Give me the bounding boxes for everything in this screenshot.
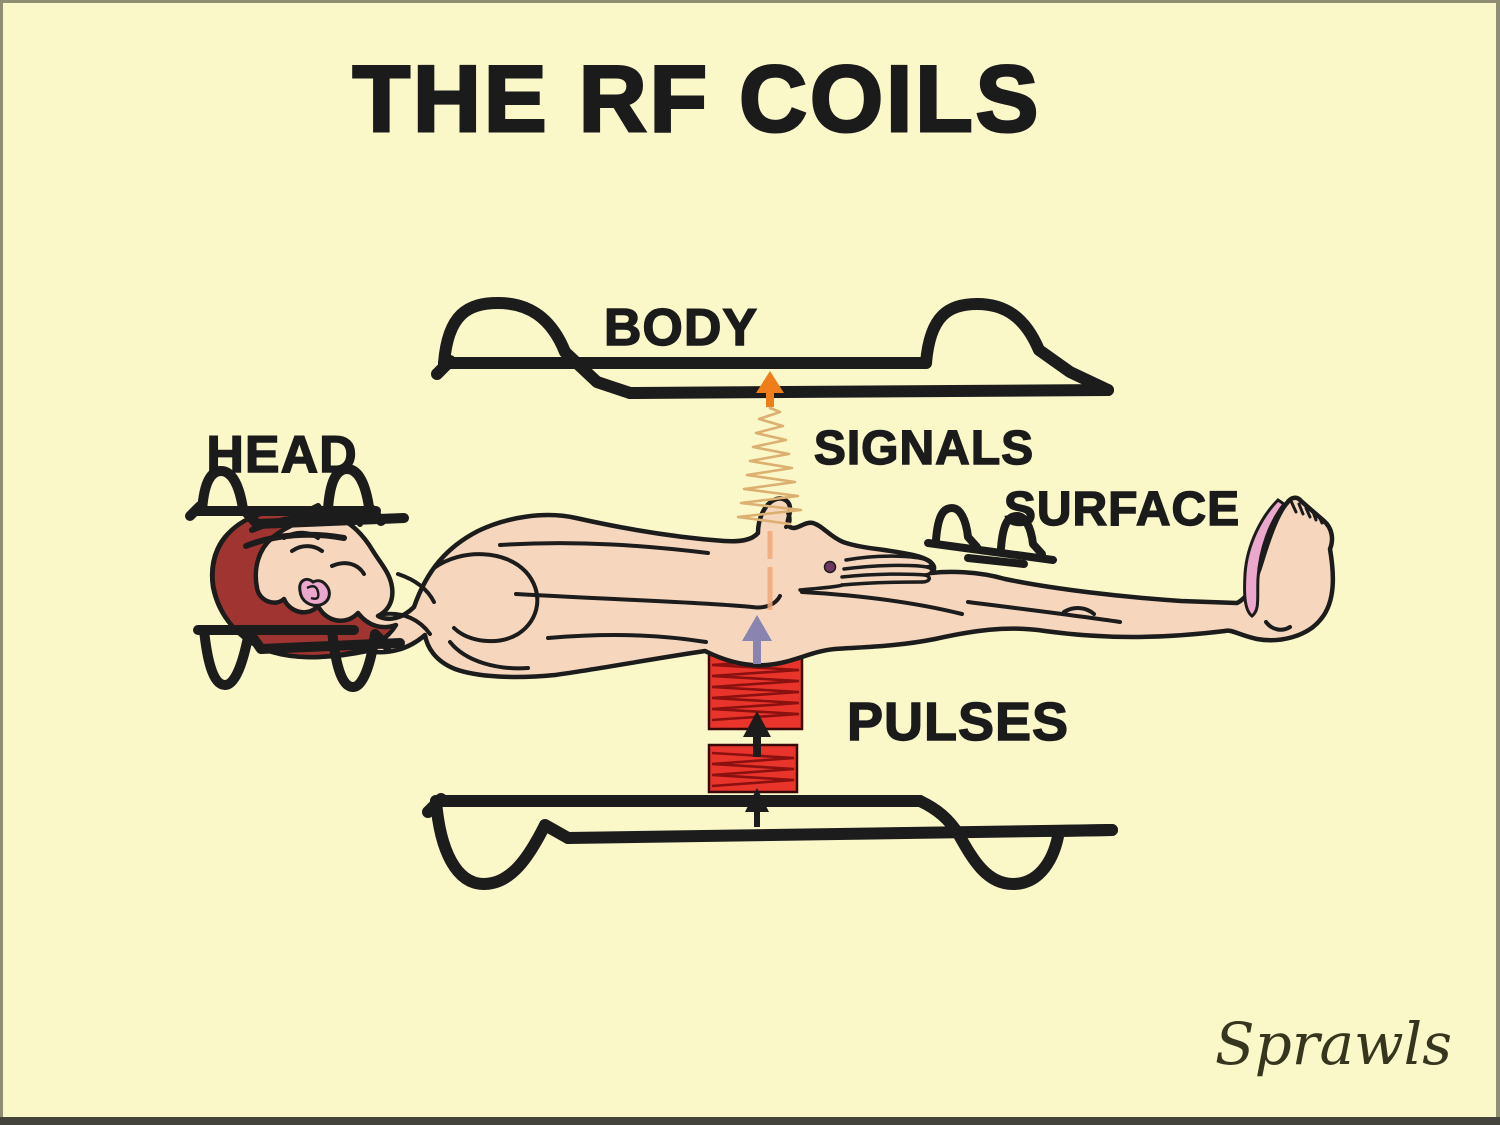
head-coil-top-right-hump — [323, 464, 386, 526]
body-coil-label: BODY — [604, 299, 758, 357]
hand-fingers — [798, 554, 934, 592]
buttock-line — [448, 640, 530, 671]
finger-line — [840, 580, 924, 587]
head-coil-bottom-left-valley — [199, 625, 266, 690]
body-coil-top-right-hump — [920, 298, 1114, 396]
patient-figure — [209, 495, 1336, 680]
surface-coil-long-bar — [924, 539, 1057, 564]
head-coil-label: HEAD — [206, 426, 357, 484]
finger-line — [840, 572, 931, 584]
surface-coil-right-loop — [997, 512, 1046, 558]
collarbone-line — [396, 572, 436, 604]
surface-coil-short-bar — [964, 554, 1028, 568]
knee-tick — [1062, 606, 1096, 616]
ear — [298, 577, 331, 607]
toe-hatch — [1289, 499, 1298, 514]
author-signature: Sprawls — [1215, 1010, 1452, 1078]
head-coil-bottom-right-valley — [327, 625, 392, 692]
leg-inner-line — [966, 600, 1122, 624]
pulse-arrow-bottom — [745, 788, 769, 827]
slide-border-top — [0, 0, 1500, 3]
signal-spring — [736, 406, 803, 526]
thumb-line — [784, 511, 792, 529]
waist-line — [546, 633, 708, 644]
head-coil-top-lower-bar — [252, 513, 409, 529]
surface-coil-label: SURFACE — [1004, 483, 1240, 536]
neck-front-line — [382, 611, 432, 636]
ring — [823, 560, 837, 574]
slide-border-left — [0, 0, 3, 1125]
surface-coil-left-loop — [932, 504, 981, 551]
body-coil-bottom-right-valley — [914, 795, 1118, 890]
patient-body — [209, 495, 1336, 680]
body-entry-arrow — [742, 615, 772, 664]
pulse-coil-small — [707, 743, 799, 794]
head-coil-top-left-hump — [197, 466, 262, 529]
finger-line — [844, 554, 934, 569]
signals-label: SIGNALS — [814, 422, 1034, 475]
page-title: THE RF COILS — [353, 46, 1042, 151]
face-details — [282, 530, 436, 636]
ear-inner-squiggle — [306, 584, 320, 600]
toe-hatches — [1289, 499, 1324, 525]
finger-line — [842, 563, 934, 577]
chest-top-line — [498, 541, 710, 555]
shoulder-curve — [432, 552, 540, 644]
head-coil — [185, 464, 409, 692]
foot-sole-stripe — [1243, 498, 1287, 618]
patient-hair — [210, 506, 399, 660]
palm-line — [798, 583, 844, 592]
pulse-coil-large-windings — [711, 652, 800, 722]
body-coil-bottom — [422, 793, 1118, 890]
body-coil-bottom-left-valley — [430, 795, 574, 890]
closed-eye — [290, 544, 324, 553]
body-coil-bottom-lower-bar — [562, 824, 1118, 844]
pulse-coil-small-windings — [711, 751, 795, 788]
toe-hatch — [1297, 502, 1305, 516]
body-coil-top-lower-bar — [624, 384, 1114, 399]
body-coil-top — [431, 297, 1114, 399]
head-coil-bottom-lower-bar — [256, 638, 405, 654]
surface-coil — [924, 504, 1057, 568]
ankle-curve — [1264, 620, 1292, 632]
pulse-arrow-mid — [743, 711, 771, 757]
toe-hatch — [1317, 514, 1324, 525]
toe-hatch — [1311, 510, 1318, 522]
slide-border-bottom — [0, 1117, 1500, 1125]
toe-hatch — [1304, 506, 1312, 519]
pulses-label: PULSES — [847, 692, 1069, 752]
body-coil-top-left-hump — [438, 297, 636, 399]
slide-border-right — [1496, 0, 1500, 1125]
hip-top-line — [800, 590, 964, 616]
signal-arrow — [756, 371, 784, 407]
eyebrow — [282, 530, 320, 540]
smile-line — [330, 561, 366, 576]
